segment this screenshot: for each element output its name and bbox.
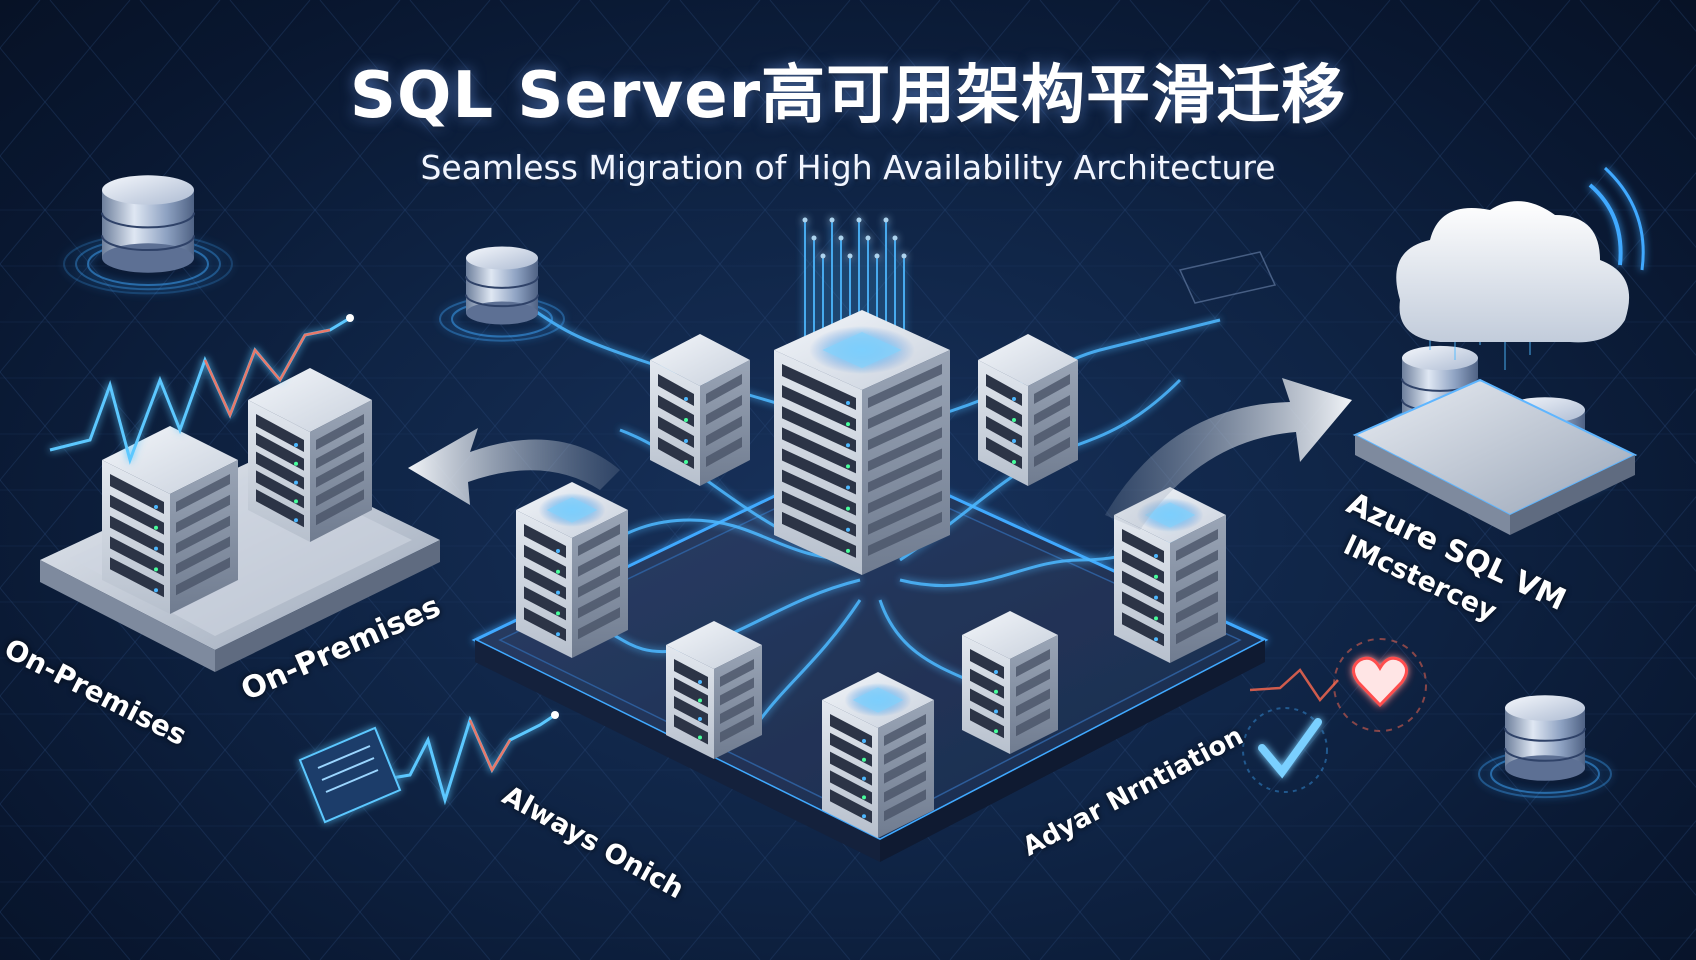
server-cluster: [102, 310, 1226, 838]
server-icon: [774, 310, 950, 575]
heart-icon: [1249, 638, 1427, 732]
server-icon: [248, 368, 372, 542]
azure-platform: [1352, 378, 1638, 535]
database-icon: [1478, 695, 1612, 799]
curved-arrow-icon: [408, 428, 620, 505]
heartbeat-pulse-icon: [379, 711, 559, 806]
cloud-icon: [1396, 166, 1645, 370]
server-icon: [978, 334, 1078, 486]
central-platform: [471, 453, 1269, 862]
curved-arrow-icon: [1105, 378, 1352, 530]
database-icon: [63, 175, 233, 295]
server-icon: [516, 482, 628, 658]
database-icon: [439, 246, 565, 342]
document-panel: [298, 726, 402, 824]
server-icon: [666, 621, 762, 759]
heartbeat-pulse-icon: [49, 314, 354, 465]
checkmark-icon: [1242, 707, 1328, 793]
chip-panel: [1178, 251, 1277, 304]
server-icon: [962, 611, 1058, 754]
server-icon: [102, 426, 238, 614]
on-premises-platform: [40, 455, 440, 672]
server-icon: [1114, 487, 1226, 663]
server-icon: [650, 334, 750, 486]
server-icon: [822, 672, 934, 838]
